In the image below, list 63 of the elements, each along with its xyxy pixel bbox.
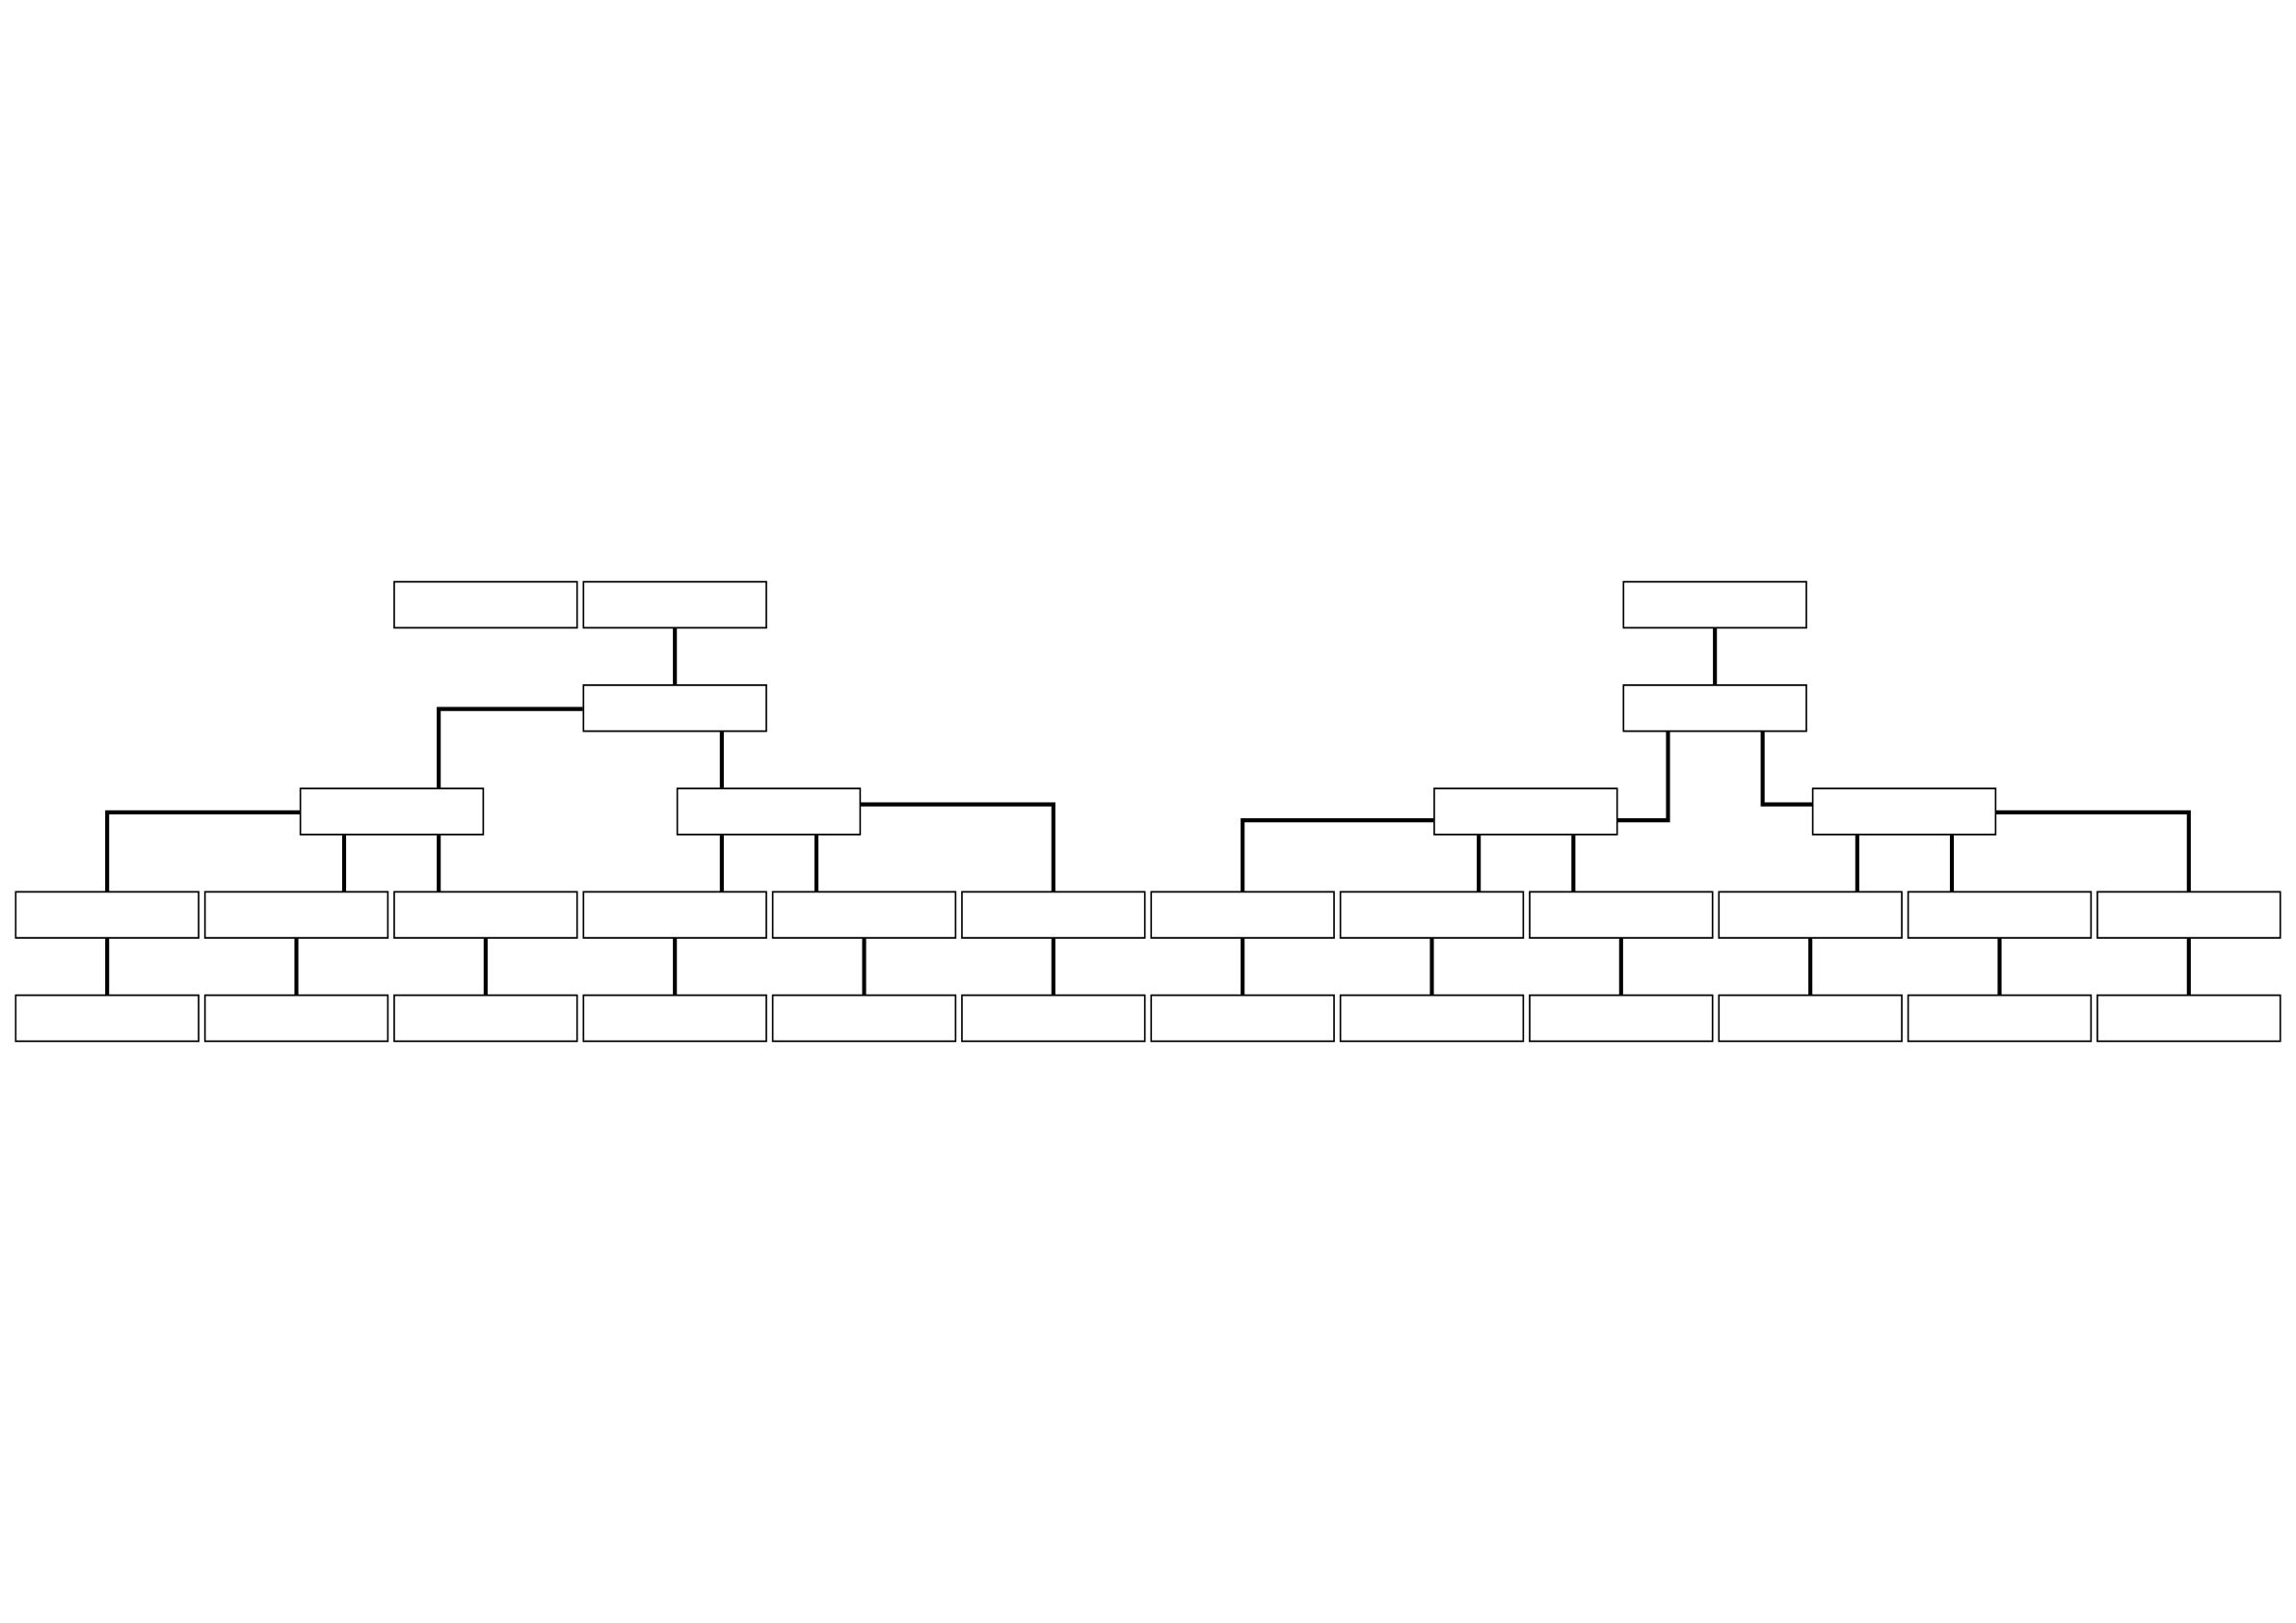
connector xyxy=(1760,731,1813,807)
connector xyxy=(483,938,488,996)
connector xyxy=(719,732,724,788)
node-box xyxy=(2096,994,2282,1043)
node-box xyxy=(1150,891,1335,939)
connector xyxy=(1618,938,1623,996)
node-box xyxy=(14,994,200,1043)
node-box xyxy=(582,994,767,1043)
connector xyxy=(105,938,110,996)
connector xyxy=(1949,835,1955,891)
node-box xyxy=(1718,891,1903,939)
node-box xyxy=(1529,891,1714,939)
connector xyxy=(1429,938,1434,996)
connector xyxy=(860,802,1055,891)
node-box xyxy=(1339,994,1525,1043)
connector xyxy=(437,706,583,788)
node-box xyxy=(1433,787,1618,836)
node-box xyxy=(582,684,767,732)
connector xyxy=(814,835,819,891)
node-box xyxy=(203,994,389,1043)
node-box xyxy=(1907,891,2093,939)
connector xyxy=(2186,938,2191,996)
node-box xyxy=(1811,787,1997,836)
connector xyxy=(1241,938,1245,996)
node-box xyxy=(1622,684,1807,732)
connector xyxy=(719,835,724,891)
node-box xyxy=(1622,580,1807,629)
connector xyxy=(105,810,301,892)
connector xyxy=(1617,731,1670,823)
node-box xyxy=(1150,994,1335,1043)
connector xyxy=(1808,938,1813,996)
connector xyxy=(437,835,441,891)
node-box xyxy=(771,994,957,1043)
connector xyxy=(1477,835,1482,891)
connector xyxy=(341,835,347,891)
node-box xyxy=(771,891,957,939)
node-box xyxy=(676,787,862,836)
connector xyxy=(1571,835,1576,891)
node-box xyxy=(393,994,578,1043)
node-box xyxy=(393,580,578,629)
node-box xyxy=(1529,994,1714,1043)
node-box xyxy=(961,994,1146,1043)
node-box xyxy=(299,787,485,836)
node-box xyxy=(1718,994,1903,1043)
node-box xyxy=(582,891,767,939)
connector xyxy=(1241,818,1434,891)
connector xyxy=(673,627,678,685)
node-box xyxy=(1907,994,2093,1043)
node-box xyxy=(961,891,1146,939)
connector xyxy=(1997,938,2002,996)
node-box xyxy=(393,891,578,939)
node-box xyxy=(582,580,767,629)
connector xyxy=(294,938,299,996)
connector xyxy=(862,938,867,996)
connector xyxy=(673,938,678,996)
connector xyxy=(1051,938,1055,996)
node-box xyxy=(1339,891,1525,939)
node-box xyxy=(14,891,200,939)
connector xyxy=(1995,810,2191,892)
connector xyxy=(1855,835,1859,891)
node-box xyxy=(203,891,389,939)
connector xyxy=(1713,627,1718,685)
node-box xyxy=(2096,891,2282,939)
